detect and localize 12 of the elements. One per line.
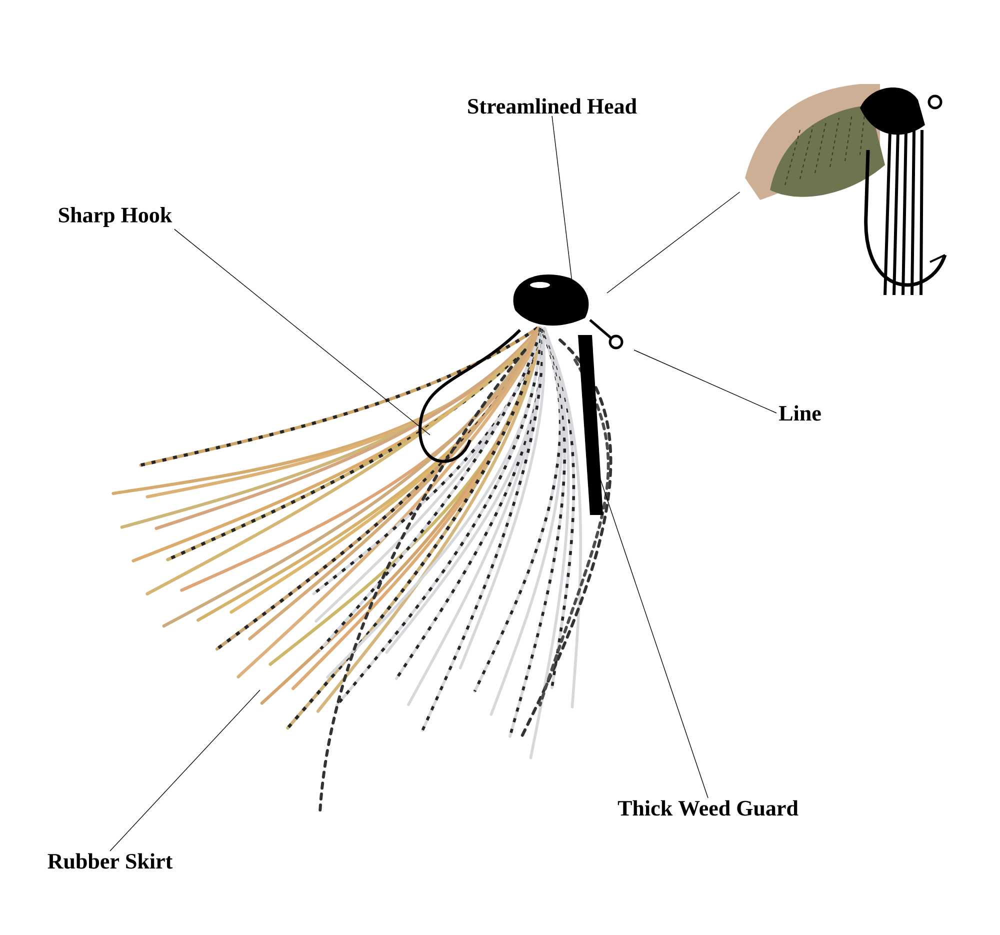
leader-line [634, 350, 777, 414]
part-label: Sharp Hook [59, 207, 172, 227]
leader-line [552, 116, 572, 282]
leader-line [600, 478, 708, 798]
inset-photo [745, 84, 947, 296]
leader-line [174, 228, 430, 436]
part-label: Rubber Skirt [48, 853, 173, 869]
leader-line [110, 690, 260, 852]
part-label: Thick Weed Guard [618, 800, 798, 816]
leader-line [606, 192, 740, 294]
part-label: Streamlined Head [468, 98, 637, 114]
part-label: Line [779, 405, 821, 421]
